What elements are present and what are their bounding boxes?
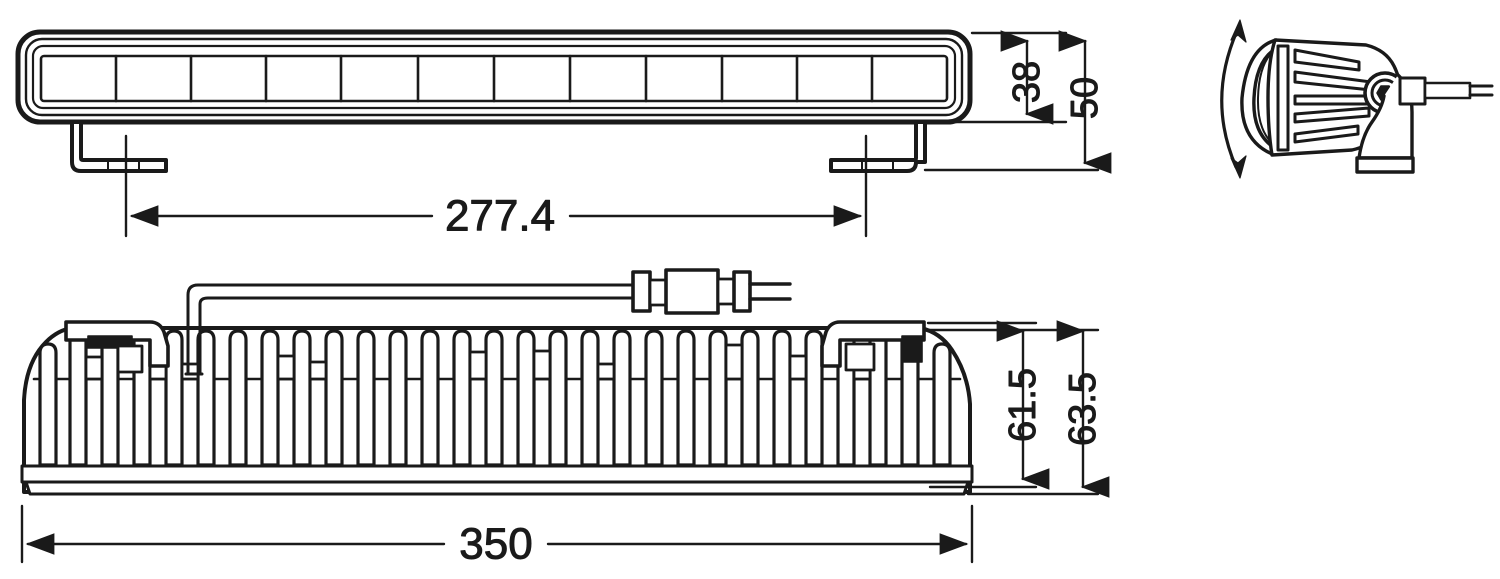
side-connector-body — [1398, 76, 1427, 106]
bottom-bracket-left-tab — [116, 344, 144, 374]
rotation-arc-path — [1220, 29, 1239, 169]
bottom-view — [20, 268, 974, 496]
side-fins — [1276, 44, 1373, 152]
side-view — [1220, 19, 1494, 179]
bottom-bracket-right — [820, 320, 926, 372]
connector-body — [664, 268, 720, 315]
dimension-depth-inner: 61.5 — [926, 320, 1050, 490]
front-view — [15, 29, 973, 173]
front-bracket-left-profile — [70, 120, 168, 173]
dim-label-38: 38 — [1006, 61, 1048, 103]
dimension-height-overall: 50 — [923, 30, 1112, 174]
side-connector-leads — [1468, 84, 1494, 97]
bottom-heat-sink-fins — [38, 329, 952, 467]
cable-lower-edge — [198, 296, 638, 375]
front-bracket-right — [829, 120, 927, 173]
bottom-cable-connector — [631, 268, 792, 315]
connector-barrel-a — [648, 278, 668, 307]
bottom-bracket-right-tab — [844, 342, 876, 372]
dimension-length-overall: 350 — [20, 504, 974, 569]
side-connector-shaft — [1423, 81, 1472, 100]
connector-collar-a — [631, 270, 652, 313]
front-bracket-right-profile — [829, 120, 927, 173]
dimension-mount-span: 277.4 — [124, 134, 868, 241]
rotation-arrow-head-top — [1230, 19, 1247, 43]
bottom-bracket-left-body — [64, 320, 170, 368]
bottom-bracket-right-pad — [901, 335, 923, 363]
dim-label-50: 50 — [1064, 77, 1106, 119]
bottom-base-band-1 — [20, 464, 974, 484]
dim-label-277: 277.4 — [445, 192, 555, 241]
front-led-segments — [114, 54, 874, 103]
bottom-bracket-left — [64, 320, 170, 374]
connector-wire-leads — [748, 282, 792, 301]
dim-label-350: 350 — [459, 520, 532, 569]
bottom-cable — [184, 283, 638, 376]
dim-label-615: 61.5 — [1002, 368, 1044, 442]
cable-upper-edge — [186, 283, 638, 375]
connector-barrel-b — [716, 277, 736, 306]
side-mount-base — [1355, 156, 1415, 174]
connector-collar-b — [732, 270, 752, 313]
bottom-base-band-2 — [24, 480, 970, 496]
bottom-bracket-right-body — [820, 320, 926, 368]
rotation-arrow-head-bottom — [1230, 155, 1247, 179]
rotation-arc-arrow — [1220, 19, 1247, 179]
front-bracket-left — [70, 120, 168, 173]
dimension-height-inner: 38 — [954, 30, 1068, 125]
dim-label-635: 63.5 — [1062, 372, 1104, 446]
dimension-depth-overall: 63.5 — [926, 320, 1110, 498]
